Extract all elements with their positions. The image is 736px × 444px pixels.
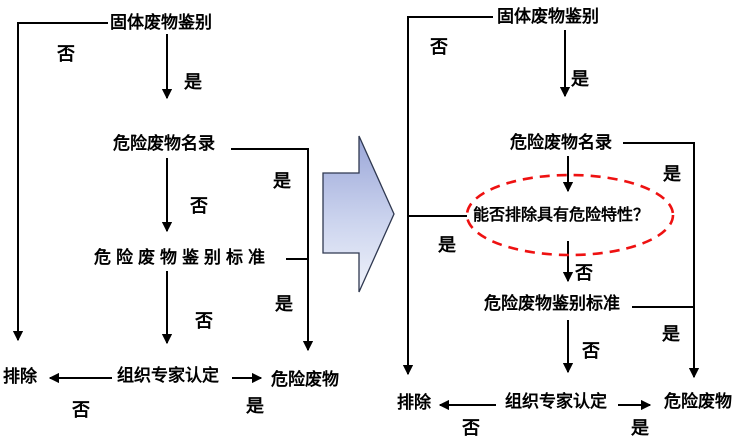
left-label-yes-2: 是 [273,171,291,192]
right-label-no-3: 否 [582,341,600,362]
left-node-hazardous: 危险废物 [271,370,339,390]
right-node-standard: 危险废物鉴别标准 [484,294,620,314]
right-yes-rail-to-hazardous [623,142,700,379]
right-label-yes-2: 是 [663,164,681,185]
right-label-no-1: 否 [430,37,448,58]
left-label-no-1: 否 [57,44,75,65]
left-node-catalog: 危险废物名录 [113,134,215,154]
left-label-no-3: 否 [195,311,213,332]
left-no-rail-to-exclude [12,22,108,342]
left-label-yes-4: 是 [246,396,264,417]
right-label-yes-3: 是 [438,235,456,256]
right-node-catalog: 危险废物名录 [510,133,612,153]
right-node-solid-waste: 固体废物鉴别 [497,7,599,27]
right-no-rail-to-exclude [402,16,493,376]
right-label-yes-5: 是 [631,418,649,439]
left-node-standard: 危险废物鉴别标准 [94,248,270,268]
left-yes-rail-to-hazardous [231,148,314,352]
right-node-question: 能否排除具有危险特性？ [473,205,650,224]
left-label-no-4: 否 [72,400,90,421]
right-label-no-4: 否 [462,418,480,439]
left-label-no-2: 否 [190,196,208,217]
left-label-yes-1: 是 [184,72,202,93]
right-node-exclude: 排除 [397,393,431,413]
transform-block-arrow-icon [322,135,395,293]
right-label-yes-4: 是 [662,324,680,345]
right-node-expert: 组织专家认定 [505,392,607,412]
left-node-solid-waste: 固体废物鉴别 [110,13,212,33]
right-node-hazardous: 危险废物 [664,392,732,412]
highlight-ellipse [465,173,675,257]
right-label-no-2: 否 [575,263,593,284]
left-node-exclude: 排除 [3,367,37,387]
left-label-yes-3: 是 [275,294,293,315]
right-label-yes-1: 是 [571,69,589,90]
left-node-expert: 组织专家认定 [117,366,219,386]
